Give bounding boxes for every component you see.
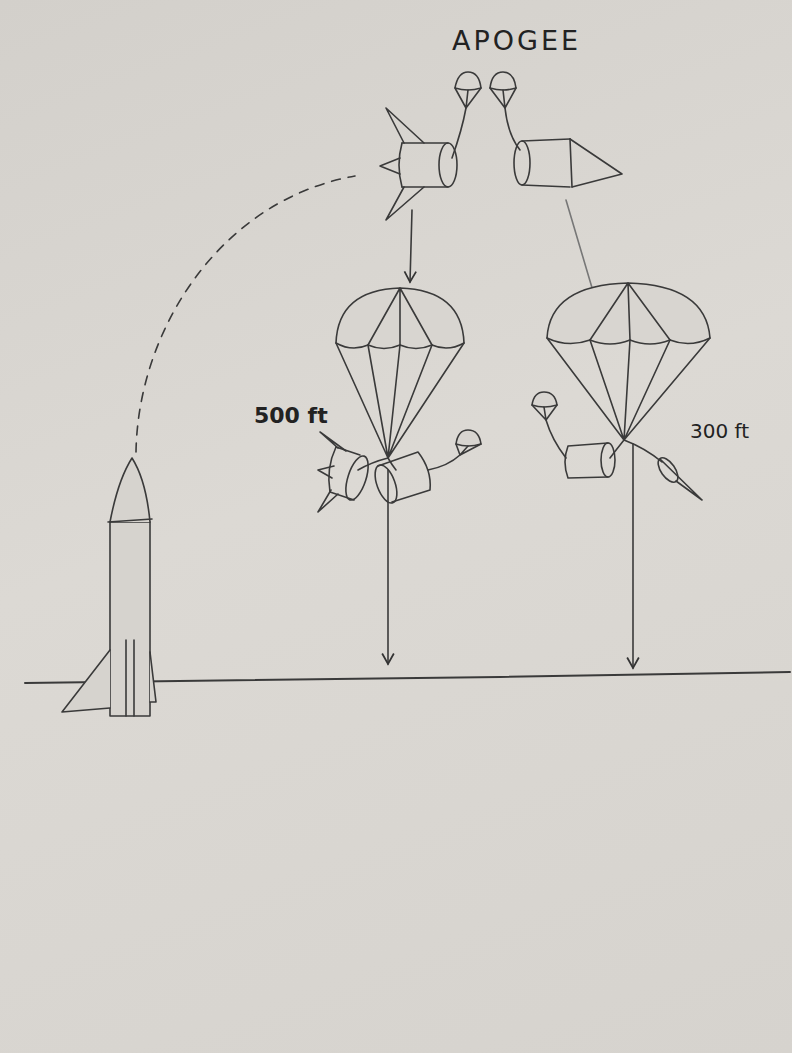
tube-opening <box>371 462 402 506</box>
main-canopy <box>336 288 464 349</box>
drogue-canopy <box>455 72 481 90</box>
suspension-lines <box>336 343 464 458</box>
canopy-gores <box>368 288 432 345</box>
mid-tube <box>565 443 608 478</box>
fin <box>320 432 346 451</box>
fin <box>318 490 338 512</box>
fin <box>318 466 334 478</box>
booster-tail <box>399 143 402 187</box>
suspension-lines <box>547 338 710 440</box>
mid-section <box>371 452 460 506</box>
drogue-chute <box>490 72 516 108</box>
nose-opening <box>514 141 530 185</box>
nose-cone <box>660 459 702 500</box>
drogue-lines <box>490 88 516 108</box>
stage-title: APOGEE <box>452 26 581 56</box>
shock-cord <box>452 108 466 158</box>
drogue-canopy <box>532 392 557 407</box>
drogue-lines <box>455 88 481 108</box>
main-chute <box>336 288 464 458</box>
booster-tail <box>329 447 336 492</box>
descent-arrow <box>410 210 412 282</box>
center-fin <box>126 640 134 716</box>
shock-cord <box>624 440 662 462</box>
drogue-lines <box>456 444 481 455</box>
nose-joint <box>570 139 572 187</box>
nose-section <box>624 440 702 500</box>
booster-section <box>318 432 388 512</box>
nose-opening <box>654 455 682 486</box>
booster-section <box>380 108 466 220</box>
drogue-canopy <box>490 72 516 90</box>
drogue-lines <box>532 405 557 420</box>
nose-section <box>505 108 622 187</box>
booster-opening <box>341 453 372 502</box>
mid-section <box>546 420 624 478</box>
shock-cord <box>428 455 460 470</box>
rocket <box>62 458 156 716</box>
tube-opening <box>601 443 615 477</box>
flight-path <box>136 176 355 452</box>
fin <box>386 187 424 220</box>
fin <box>150 652 156 702</box>
nose-joint <box>108 519 152 522</box>
altitude-label: 300 ft <box>690 420 749 442</box>
drogue-chute <box>456 430 481 455</box>
mid-tube <box>378 452 430 502</box>
altitude-label: 500 ft <box>254 404 328 428</box>
drogue-canopy <box>456 430 481 446</box>
main-canopy <box>547 283 710 344</box>
fin <box>380 158 400 174</box>
shock-cord <box>610 440 624 458</box>
fin <box>386 108 424 143</box>
nose-tube <box>522 139 570 187</box>
drogue-chute <box>455 72 481 108</box>
descent-arrow <box>387 470 389 664</box>
nose-cone <box>110 458 150 522</box>
drogue-chute <box>532 392 557 420</box>
main-chute <box>547 283 710 440</box>
booster-tube <box>330 447 360 500</box>
rocket-body <box>110 522 150 716</box>
fin <box>62 650 110 712</box>
shock-cord <box>546 420 566 458</box>
nose-cone <box>570 139 622 187</box>
canopy-gores <box>590 283 670 340</box>
descent-arrow <box>632 444 634 668</box>
